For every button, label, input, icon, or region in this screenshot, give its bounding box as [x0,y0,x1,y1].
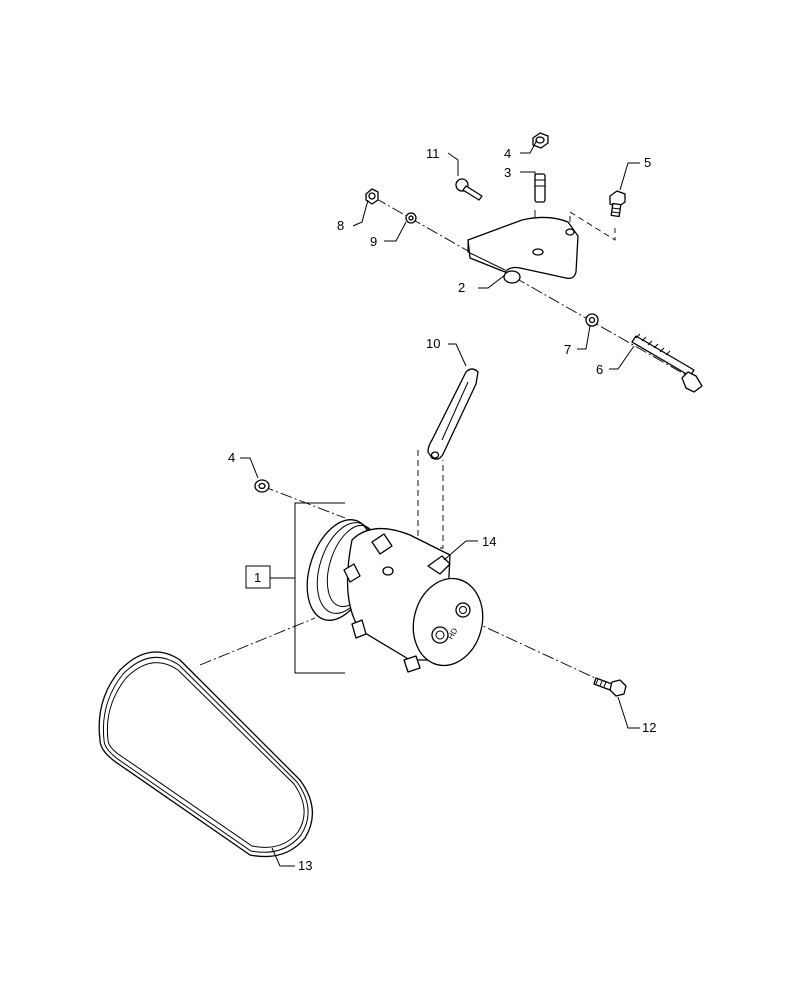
callout-4-bottom: 4 [228,450,235,465]
callout-14: 14 [482,534,496,549]
bolt-part-11 [455,178,483,201]
adjusting-strap-part-10 [427,368,479,460]
callout-10: 10 [426,336,440,351]
washer-part-7 [585,313,599,327]
callout-11: 11 [426,146,440,161]
compressor-part-14: HD [306,519,484,673]
nut-part-8 [365,188,379,205]
belt-part-13 [98,651,314,858]
bolt-part-12 [593,677,627,697]
callout-12: 12 [642,720,656,735]
nut-part-4-bottom [254,479,270,493]
callout-box-1 [245,565,271,589]
callout-5: 5 [644,155,651,170]
washer-part-9 [405,212,417,224]
callout-1: 1 [254,570,261,585]
centerlines [199,197,701,685]
leader-lines [240,139,640,867]
callout-9: 9 [370,234,377,249]
stud-part-3 [534,173,546,203]
assembly-bracket-line [245,502,345,674]
callout-4-top: 4 [504,146,511,161]
bolt-part-5 [609,190,626,218]
callout-7: 7 [564,342,571,357]
callout-8: 8 [337,218,344,233]
long-bolt-part-6 [631,333,703,393]
callout-2: 2 [458,280,465,295]
callout-13: 13 [298,858,312,873]
nut-part-4-top [532,132,549,149]
callout-3: 3 [504,165,511,180]
callout-6: 6 [596,362,603,377]
mounting-bracket-part-2 [467,216,579,284]
